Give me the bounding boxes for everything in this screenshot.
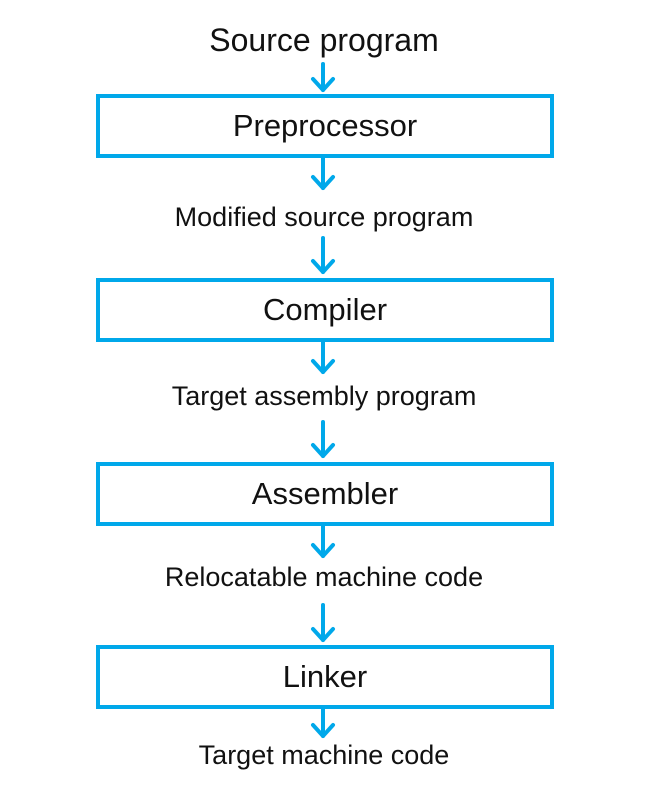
linker-box: Linker [96, 645, 554, 709]
modified-source-program-label: Modified source program [174, 202, 474, 232]
arrow-modified-source-to-compiler [311, 236, 335, 274]
arrow-linker-to-target-machine-code [311, 707, 335, 738]
source-program-label: Source program [209, 22, 439, 58]
arrow-relocatable-to-linker [311, 603, 335, 642]
arrow-source-to-preprocessor [311, 62, 335, 92]
preprocessor-box: Preprocessor [96, 94, 554, 158]
arrow-compiler-to-target-assembly [311, 340, 335, 374]
assembler-box: Assembler [96, 462, 554, 526]
target-assembly-program-label: Target assembly program [171, 381, 477, 411]
arrow-target-assembly-to-assembler [311, 420, 335, 458]
arrow-preprocessor-to-modified-source [311, 156, 335, 190]
relocatable-machine-code-label: Relocatable machine code [164, 562, 484, 592]
compiler-box: Compiler [96, 278, 554, 342]
arrow-assembler-to-relocatable [311, 524, 335, 558]
target-machine-code-label: Target machine code [198, 740, 450, 770]
